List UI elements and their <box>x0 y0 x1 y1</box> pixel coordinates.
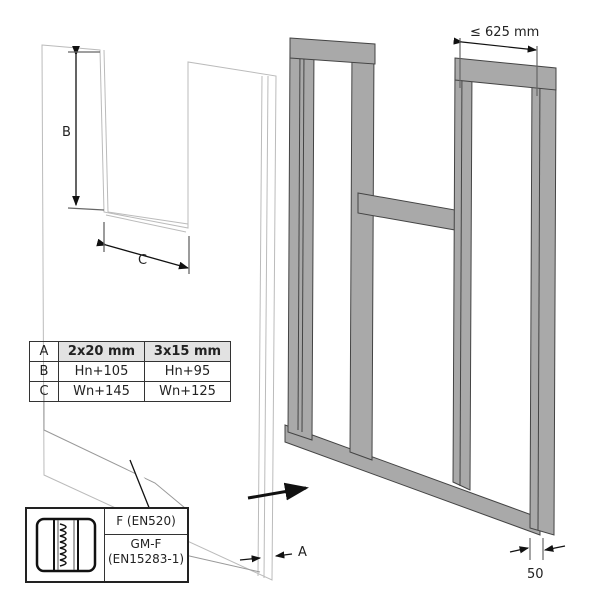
leader-line <box>43 392 186 509</box>
board-section-icon <box>27 509 105 581</box>
dimension-a-label: A <box>298 545 307 560</box>
dimension-a <box>239 551 293 563</box>
stud-2 <box>349 45 375 461</box>
stud-right <box>529 69 557 536</box>
dimension-spacing <box>453 37 538 96</box>
table-cell: B <box>29 361 59 382</box>
table-cell: Wn+125 <box>144 381 231 402</box>
dimension-b <box>67 45 105 211</box>
stud-3 <box>452 63 473 491</box>
metal-stud-frame <box>284 37 557 536</box>
top-track-right <box>454 57 557 91</box>
dimension-profile-width <box>509 538 566 560</box>
table-cell: 2x20 mm <box>58 341 145 362</box>
dimension-c-label: C <box>138 253 147 268</box>
top-track-left <box>289 37 376 65</box>
dimension-b-label: B <box>62 125 71 140</box>
table-row: C Wn+145 Wn+125 <box>29 381 231 402</box>
table-cell: Hn+95 <box>144 361 231 382</box>
board-standard: (EN15283-1) <box>107 552 185 566</box>
board-class: F (EN520) <box>105 509 187 535</box>
table-cell: 3x15 mm <box>144 341 231 362</box>
table-cell: A <box>29 341 59 362</box>
bottom-track <box>284 424 541 536</box>
table-row: B Hn+105 Hn+95 <box>29 361 231 382</box>
leader-line-2 <box>184 554 261 573</box>
dimension-c <box>96 222 190 274</box>
table-cell: C <box>29 381 59 402</box>
spacing-label: ≤ 625 mm <box>470 25 539 40</box>
profile-width-label: 50 <box>527 567 544 582</box>
stud-left <box>287 44 315 441</box>
spec-table: A 2x20 mm 3x15 mm B Hn+105 Hn+95 C Wn+14… <box>29 341 231 402</box>
mounting-direction-arrow <box>247 482 309 501</box>
table-header-row: A 2x20 mm 3x15 mm <box>29 341 231 362</box>
table-cell: Wn+145 <box>58 381 145 402</box>
board-legend: F (EN520) GM-F (EN15283-1) <box>25 507 189 583</box>
board-type: GM-F <box>130 537 162 551</box>
table-cell: Hn+105 <box>58 361 145 382</box>
